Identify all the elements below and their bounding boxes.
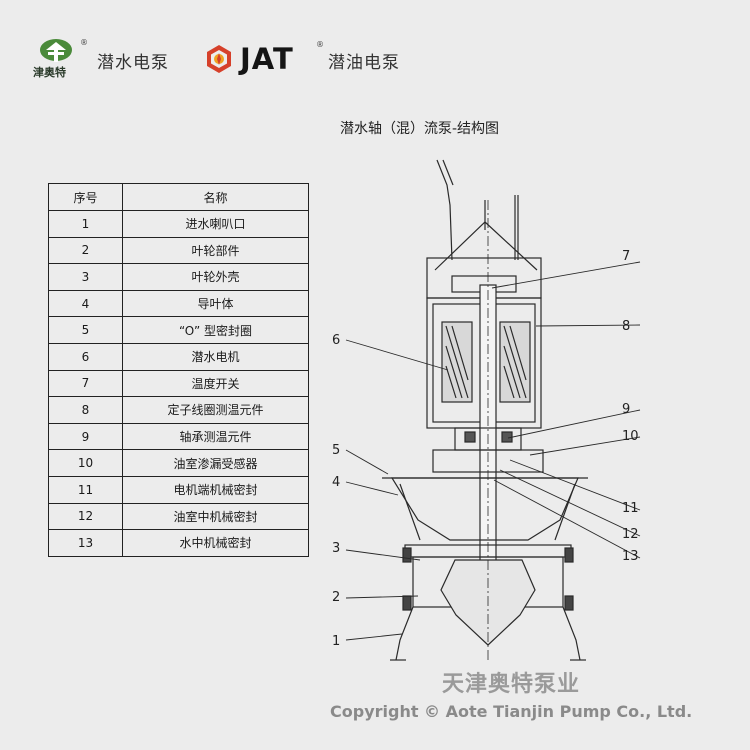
aote-logo-icon xyxy=(40,39,72,62)
callout-4: 4 xyxy=(332,475,340,490)
logo1-text: 津奥特 xyxy=(33,66,66,79)
callout-8: 8 xyxy=(622,319,630,334)
callout-11: 11 xyxy=(622,501,639,516)
brand2-label: 潜油电泵 xyxy=(328,53,400,73)
inlet-bell-right xyxy=(562,606,581,661)
company-name-watermark: 天津奥特泵业 xyxy=(442,672,581,697)
registered-mark-2: ® xyxy=(316,40,324,49)
header-cell-no: 序号 xyxy=(48,183,123,211)
part-name: 水中机械密封 xyxy=(122,529,309,557)
table-header-row: 序号 名称 xyxy=(48,183,309,211)
jat-wordmark: JAT xyxy=(240,42,294,76)
copyright-text: Copyright © Aote Tianjin Pump Co., Ltd. xyxy=(330,702,693,721)
stator-winding-left xyxy=(441,321,473,403)
callout-7: 7 xyxy=(622,249,630,264)
part-name: 导叶体 xyxy=(122,289,309,318)
part-no: 5 xyxy=(48,316,123,344)
callout-6: 6 xyxy=(332,333,340,348)
jat-logo-icon xyxy=(207,45,231,73)
part-no: 8 xyxy=(48,396,123,424)
part-no: 7 xyxy=(48,369,123,398)
stator-winding-right xyxy=(499,321,531,403)
part-no: 3 xyxy=(48,263,123,291)
inlet-bell-left xyxy=(395,606,414,661)
callout-3: 3 xyxy=(332,541,340,556)
callout-12: 12 xyxy=(622,527,639,542)
callout-leaders xyxy=(345,261,641,641)
callout-2: 2 xyxy=(332,590,340,605)
diagram-title: 潜水轴（混）流泵-结构图 xyxy=(340,121,500,137)
part-name: 叶轮部件 xyxy=(122,236,309,265)
part-name: 油室渗漏受感器 xyxy=(122,449,309,477)
brand1-label: 潜水电泵 xyxy=(97,53,169,73)
part-no: 1 xyxy=(48,210,123,238)
callout-5: 5 xyxy=(332,443,340,458)
callout-13: 13 xyxy=(622,549,639,564)
part-name: 温度开关 xyxy=(122,369,309,398)
header-cell-name: 名称 xyxy=(122,183,309,211)
table-row: 5“O” 型密封圈 xyxy=(48,316,309,344)
callout-10: 10 xyxy=(622,429,639,444)
part-name: “O” 型密封圈 xyxy=(122,316,309,344)
part-name: 潜水电机 xyxy=(122,342,309,371)
power-cable xyxy=(436,159,453,261)
part-no: 2 xyxy=(48,236,123,265)
callout-1: 1 xyxy=(332,634,340,649)
header: ® 津奥特 潜水电泵 JAT ® 潜油电泵 xyxy=(0,0,750,90)
callout-9: 9 xyxy=(622,402,630,417)
part-no: 13 xyxy=(48,529,123,557)
registered-mark: ® xyxy=(80,38,88,47)
part-name: 油室中机械密封 xyxy=(122,502,309,531)
